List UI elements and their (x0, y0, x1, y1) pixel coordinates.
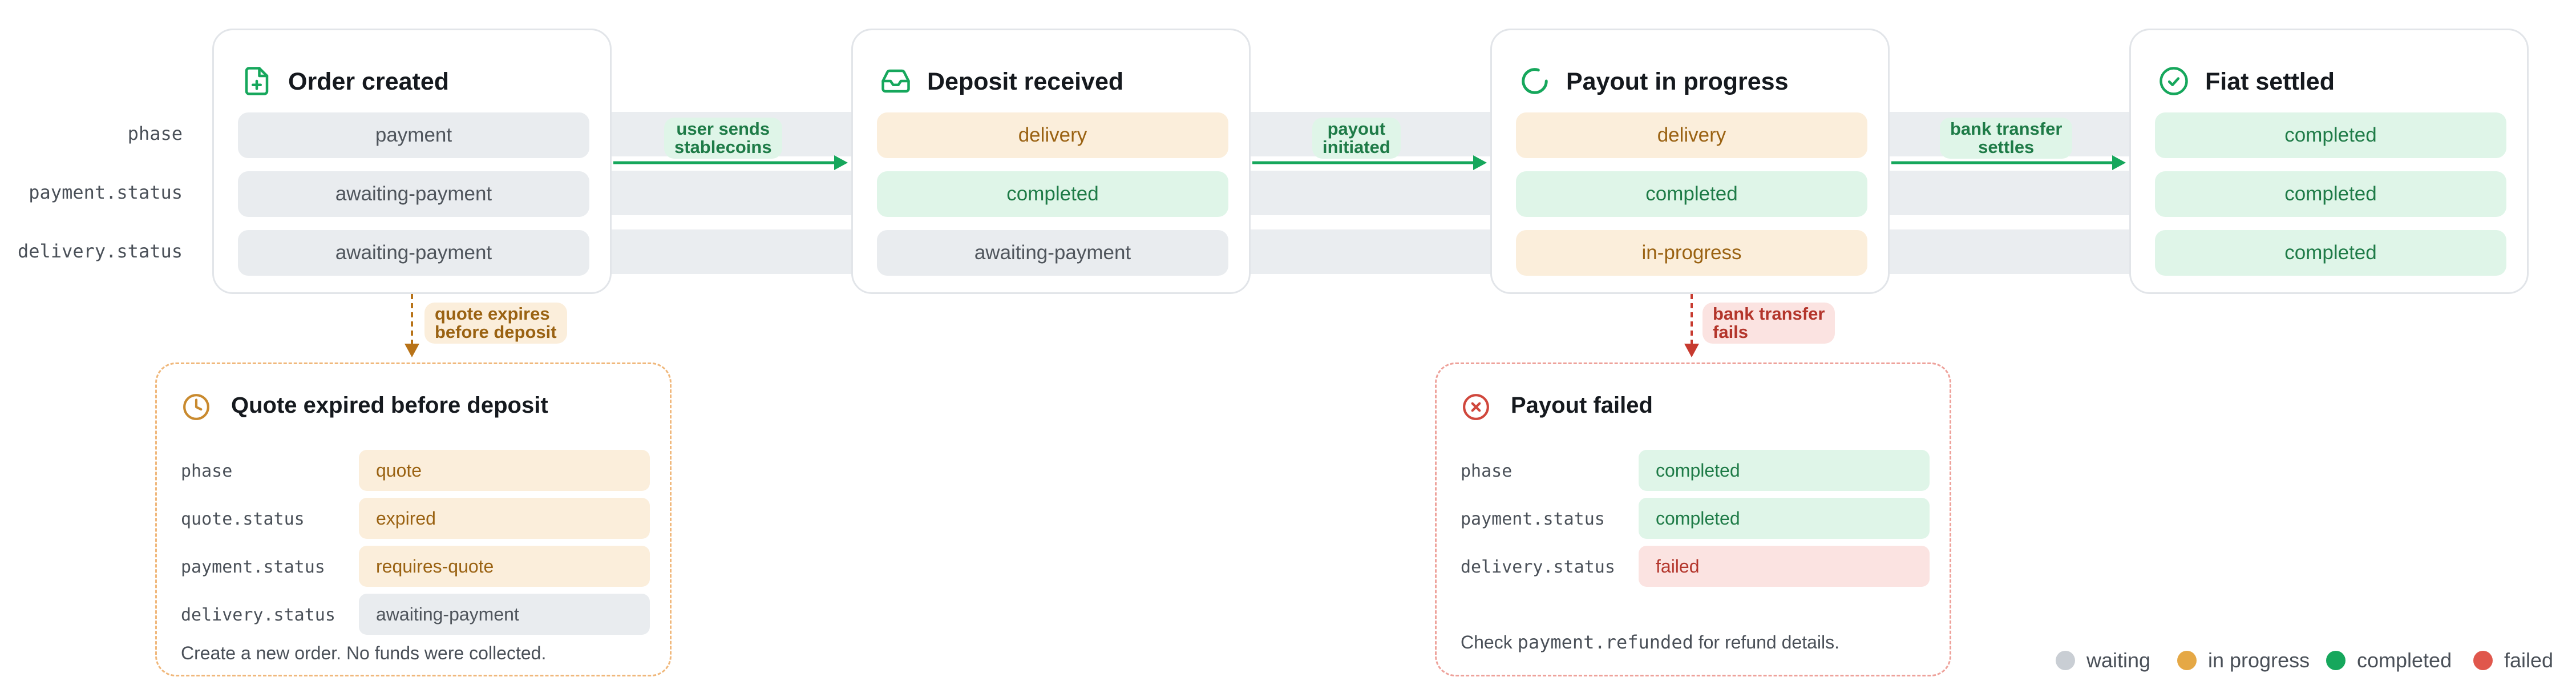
stage-card-fiat-settled: Fiat settled completed completed complet… (2129, 29, 2529, 294)
failure-field-key: delivery.status (1461, 557, 1615, 577)
row-label-phase: phase (127, 123, 183, 144)
failure-title: Quote expired before deposit (231, 393, 548, 418)
stage-payment-status-value: completed (877, 171, 1228, 217)
stage-delivery-status-value: completed (2155, 230, 2506, 276)
file-plus-icon (245, 67, 269, 95)
failure-field-key: payment.status (1461, 509, 1605, 529)
legend-label: in progress (2208, 648, 2310, 672)
check-circle-icon (2160, 67, 2188, 95)
stage-phase-value: delivery (1516, 112, 1867, 158)
stage-title: Payout in progress (1566, 68, 1789, 95)
stage-delivery-status-value: awaiting-payment (877, 230, 1228, 276)
legend-swatch (2177, 651, 2197, 670)
legend-item-completed: completed (2326, 648, 2452, 672)
failure-field-value: quote (359, 450, 650, 491)
failure-field-value: expired (359, 498, 650, 539)
row-label-delivery-status: delivery.status (18, 240, 183, 262)
stage-delivery-status-value: awaiting-payment (238, 230, 589, 276)
stage-payment-status-value: completed (1516, 171, 1867, 217)
row-label-payment-status: payment.status (29, 182, 183, 203)
x-circle-icon (1463, 394, 1489, 420)
legend-item-in-progress: in progress (2177, 648, 2310, 672)
stage-phase-value: completed (2155, 112, 2506, 158)
legend-swatch (2326, 651, 2346, 670)
failure-field-value: requires-quote (359, 546, 650, 587)
legend-label: waiting (2086, 648, 2151, 672)
stage-card-payout-in-progress: Payout in progress delivery completed in… (1490, 29, 1890, 294)
clock-icon (183, 394, 209, 420)
stage-phase-value: payment (238, 112, 589, 158)
failure-note: Check payment.refunded for refund detail… (1461, 631, 1839, 653)
failure-card-payout-failed: Payout failed phase completed payment.st… (1435, 362, 1951, 676)
stage-payment-status-value: completed (2155, 171, 2506, 217)
failure-field-value: awaiting-payment (359, 594, 650, 635)
legend-swatch (2056, 651, 2075, 670)
failure-field-key: phase (181, 461, 233, 481)
stage-delivery-status-value: in-progress (1516, 230, 1867, 276)
legend-item-waiting: waiting (2056, 648, 2150, 672)
legend-item-failed: failed (2473, 648, 2553, 672)
stage-phase-value: delivery (877, 112, 1228, 158)
failure-title: Payout failed (1511, 393, 1653, 418)
arrow-quote-expired (405, 294, 419, 357)
loader-icon (1522, 68, 1548, 94)
failure-field-value: completed (1639, 498, 1930, 539)
stage-payment-status-value: awaiting-payment (238, 171, 589, 217)
stage-title: Order created (288, 68, 450, 95)
failure-note: Create a new order. No funds were collec… (181, 643, 547, 663)
failure-card-quote-expired: Quote expired before deposit phase quote… (155, 362, 672, 676)
stage-title: Fiat settled (2205, 68, 2335, 95)
failure-field-key: quote.status (181, 509, 305, 529)
failure-field-value: completed (1639, 450, 1930, 491)
stage-card-order-created: Order created payment awaiting-payment a… (212, 29, 612, 294)
failure-field-key: phase (1461, 461, 1513, 481)
stage-card-deposit-received: Deposit received delivery completed awai… (851, 29, 1251, 294)
legend-label: completed (2357, 648, 2452, 672)
failure-field-key: payment.status (181, 557, 325, 577)
inbox-icon (881, 69, 910, 93)
arrow-payout-failed (1684, 294, 1699, 357)
failure-field-value: failed (1639, 546, 1930, 587)
stage-title: Deposit received (927, 68, 1124, 95)
failure-field-key: delivery.status (181, 605, 335, 625)
refund-field-code: payment.refunded (1517, 631, 1693, 653)
legend-label: failed (2504, 648, 2554, 672)
legend-swatch (2473, 651, 2493, 670)
